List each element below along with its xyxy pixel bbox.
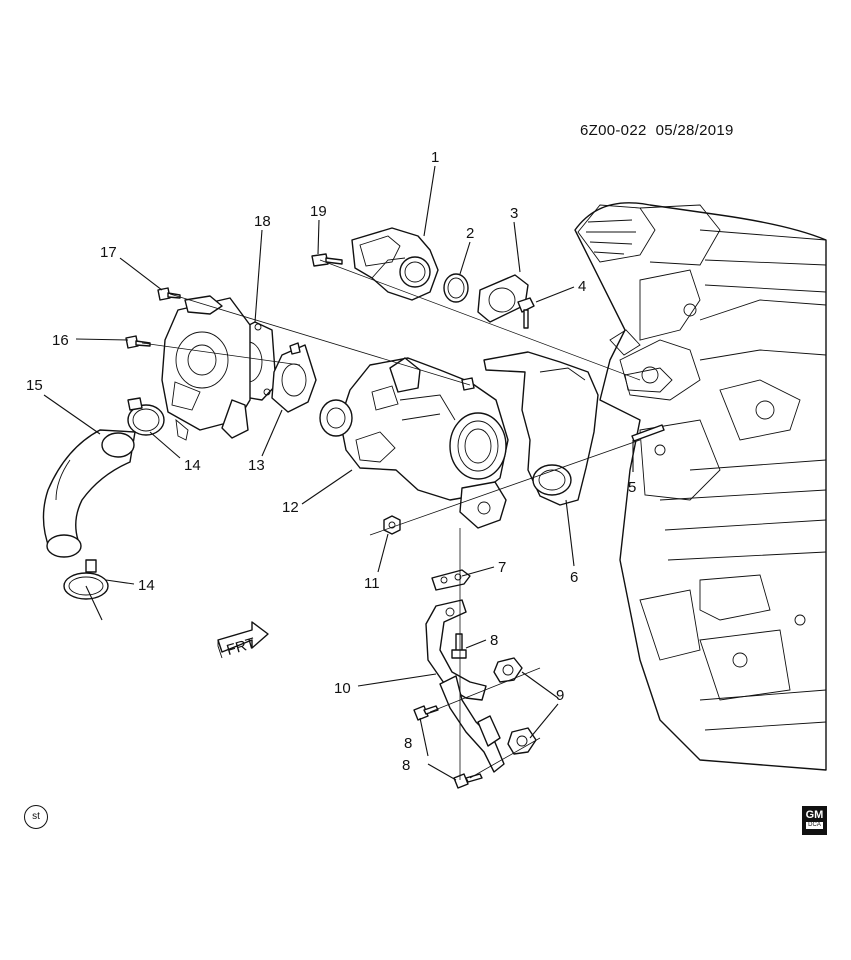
- part-bolt-4: [517, 297, 535, 329]
- part-egr-gasket: [477, 274, 529, 323]
- part-hose: [42, 429, 136, 558]
- part-clamp-lower: [63, 559, 109, 600]
- part-gasket-13: [271, 342, 317, 413]
- part-bolt-16: [125, 335, 151, 349]
- gm-logo-brand: GM: [805, 809, 824, 821]
- callout-12: 12: [282, 499, 299, 516]
- part-gasket-9: [493, 657, 537, 755]
- part-stud-5: [631, 424, 665, 442]
- diagram-code-date: 6Z00-022 05/28/2019: [580, 122, 734, 139]
- callout-14-upper: 14: [184, 457, 201, 474]
- part-heat-shield: [483, 351, 599, 506]
- callout-8-middle: 8: [402, 757, 410, 774]
- part-bolt-8-middle: [413, 705, 439, 721]
- st-badge: st: [24, 805, 48, 829]
- part-bolt-8-upper: [451, 633, 467, 659]
- callout-18: 18: [254, 213, 271, 230]
- gm-logo-sub: DCA: [806, 822, 823, 829]
- leader-lines: [43, 165, 634, 781]
- gm-logo: GM DCA: [802, 806, 827, 835]
- part-clamp-upper: [127, 397, 165, 436]
- callout-14-lower: 14: [138, 577, 155, 594]
- callout-2: 2: [466, 225, 474, 242]
- front-direction-arrow: FRT: [217, 621, 269, 659]
- callout-17: 17: [100, 244, 117, 261]
- callout-8-lower: 8: [404, 735, 412, 752]
- part-turbocharger: [319, 357, 509, 529]
- callout-13: 13: [248, 457, 265, 474]
- alignment-lines: [141, 259, 641, 780]
- callout-9: 9: [556, 687, 564, 704]
- callout-5: 5: [628, 479, 636, 496]
- callout-16: 16: [52, 332, 69, 349]
- callout-7: 7: [498, 559, 506, 576]
- callout-15: 15: [26, 377, 43, 394]
- part-bolt-8-lower: [453, 773, 483, 789]
- diagram-code: 6Z00-022: [580, 122, 647, 139]
- callout-1: 1: [431, 149, 439, 166]
- part-compressor-housing: [161, 295, 251, 441]
- part-bracket-7: [431, 569, 471, 591]
- part-bolt-19: [311, 253, 343, 267]
- callout-8-upper: 8: [490, 632, 498, 649]
- engine-block: [574, 202, 827, 771]
- callout-19: 19: [310, 203, 327, 220]
- callout-4: 4: [578, 278, 586, 295]
- callout-10: 10: [334, 680, 351, 697]
- part-egr-valve: [351, 227, 439, 301]
- callout-6: 6: [570, 569, 578, 586]
- part-pipe-10: [425, 599, 505, 773]
- diagram-date: 05/28/2019: [655, 122, 734, 139]
- callout-numbers: 1 2 3 4 5 6 7 8 8 8 9 10 11 12 13 14 14 …: [26, 149, 636, 774]
- callout-11: 11: [364, 575, 380, 592]
- callout-3: 3: [510, 205, 518, 222]
